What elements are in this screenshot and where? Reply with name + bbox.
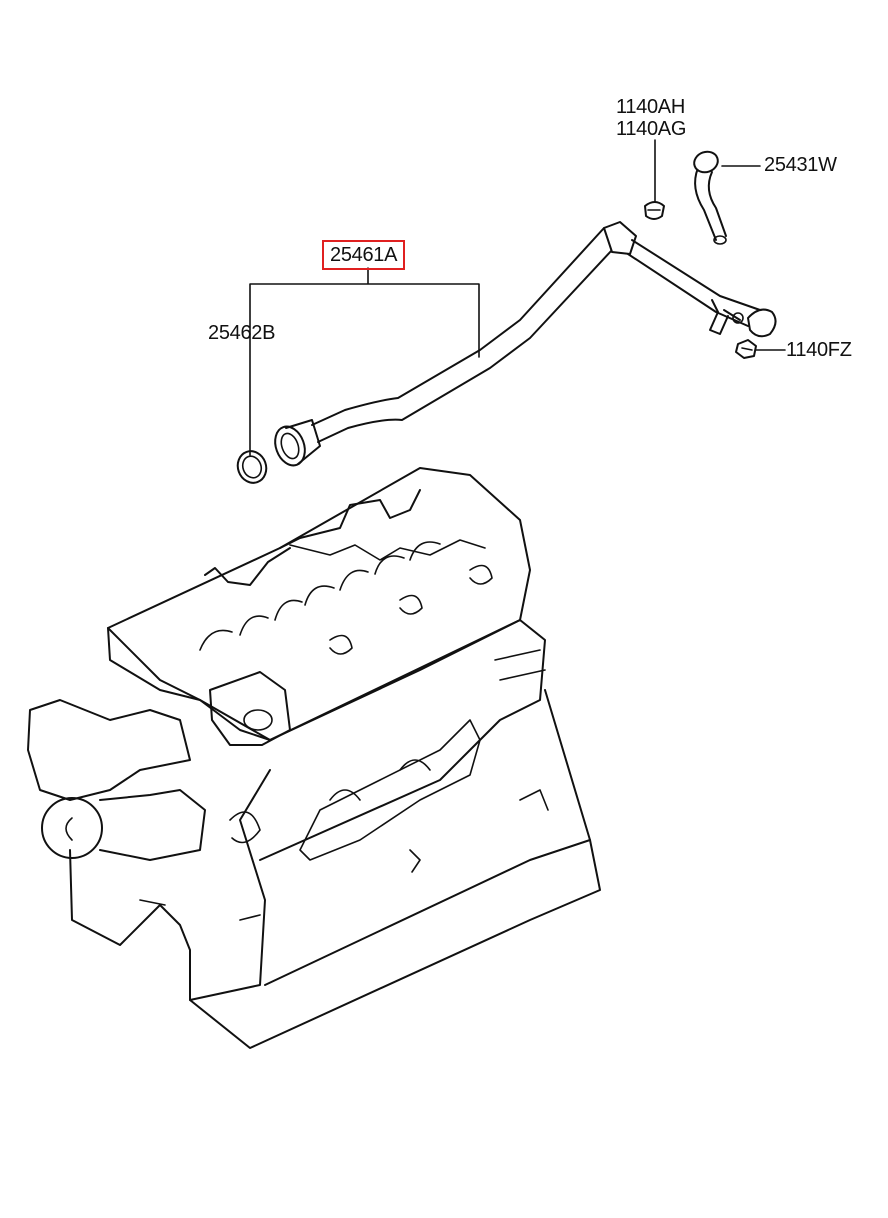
label-25431W[interactable]: 25431W <box>764 154 837 176</box>
label-25461A[interactable]: 25461A <box>322 240 406 270</box>
label-1140FZ[interactable]: 1140FZ <box>786 339 852 361</box>
hose-part <box>693 150 727 245</box>
o-ring-part <box>236 450 268 484</box>
clip-part <box>644 201 665 220</box>
bolt-part <box>735 339 757 359</box>
label-1140AG[interactable]: 1140AG <box>616 118 687 140</box>
water-pipe-part <box>274 221 777 467</box>
engine-block-drawing <box>27 467 601 1049</box>
label-1140AH[interactable]: 1140AH <box>616 96 685 118</box>
label-25462B[interactable]: 25462B <box>208 322 276 344</box>
leader-lines <box>249 139 786 456</box>
